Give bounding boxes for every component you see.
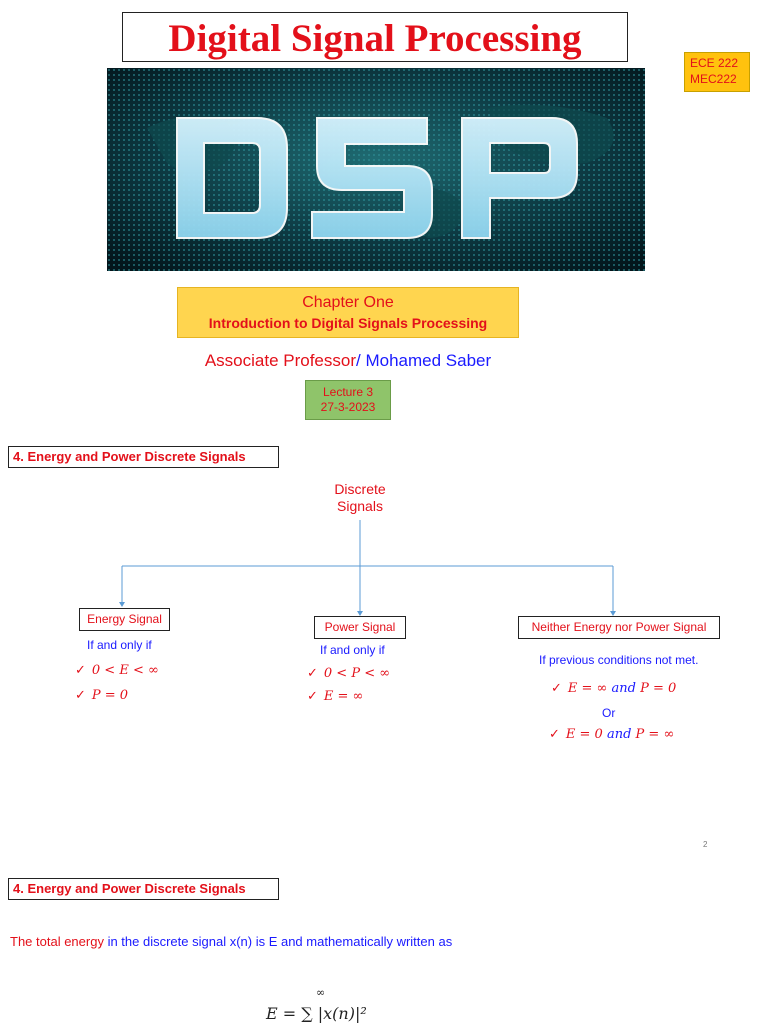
power-condition-intro: If and only if [320, 643, 385, 657]
neither-cond2-and: and [602, 727, 636, 742]
dsp-banner-image [107, 68, 645, 271]
power-condition-2: ✓ E = ∞ [307, 688, 363, 705]
check-icon: ✓ [551, 680, 562, 695]
energy-text-red: The total energy [10, 934, 104, 949]
neither-cond1-a: E = ∞ [567, 681, 608, 696]
professor-role: Associate Professor [204, 351, 357, 370]
chapter-title: Chapter One [302, 294, 394, 311]
neither-cond1-and: and [607, 681, 641, 696]
lecture-label: Lecture 3 [322, 385, 374, 399]
power-condition-1: ✓ 0 < P < ∞ [307, 665, 390, 682]
neither-signal-box: Neither Energy nor Power Signal [518, 616, 720, 639]
course-code-badge: ECE 222 MEC222 [684, 52, 750, 92]
page-title: Digital Signal Processing [168, 16, 582, 60]
power-cond2-math: E = ∞ [323, 689, 364, 704]
neither-cond2-a: E = 0 [565, 727, 603, 742]
power-cond1-math: 0 < P < ∞ [323, 666, 391, 681]
formula-upper-limit: ∞ [316, 986, 326, 999]
check-icon: ✓ [307, 688, 318, 703]
tree-root-line2: Signals [337, 498, 383, 514]
title-box: Digital Signal Processing [122, 12, 628, 62]
chapter-subtitle: Introduction to Digital Signals Processi… [208, 315, 488, 331]
neither-condition-intro: If previous conditions not met. [539, 653, 699, 667]
neither-or: Or [602, 706, 616, 720]
check-icon: ✓ [75, 662, 86, 677]
neither-cond1-b: P = 0 [640, 681, 677, 696]
energy-signal-box: Energy Signal [79, 608, 170, 631]
lecture-date: 27-3-2023 [320, 400, 376, 414]
section-heading-1: 4. Energy and Power Discrete Signals [8, 446, 279, 468]
page-number: 2 [703, 840, 708, 849]
check-icon: ✓ [75, 687, 86, 702]
check-icon: ✓ [549, 726, 560, 741]
energy-definition-text: The total energy in the discrete signal … [10, 934, 452, 950]
professor-separator: / [356, 351, 361, 370]
professor-line: Associate Professor/ Mohamed Saber [0, 350, 696, 372]
power-signal-box: Power Signal [314, 616, 406, 639]
energy-condition-1: ✓ 0 < E < ∞ [75, 662, 159, 679]
energy-condition-intro: If and only if [87, 638, 152, 652]
neither-condition-2: ✓ E = 0 and P = ∞ [549, 726, 674, 743]
course-code-ece: ECE 222 [690, 56, 739, 70]
tree-root-label: Discrete Signals [300, 481, 420, 515]
section-heading-2: 4. Energy and Power Discrete Signals [8, 878, 279, 900]
lecture-box: Lecture 3 27-3-2023 [305, 380, 391, 420]
energy-condition-2: ✓ P = 0 [75, 687, 128, 704]
professor-name: Mohamed Saber [360, 351, 492, 370]
energy-cond1-math: 0 < E < ∞ [91, 663, 159, 678]
energy-text-blue: in the discrete signal x(n) is E and mat… [103, 934, 453, 949]
energy-cond2-math: P = 0 [91, 688, 129, 703]
chapter-box: Chapter One Introduction to Digital Sign… [177, 287, 519, 338]
tree-root-line1: Discrete [334, 481, 386, 497]
course-code-mec: MEC222 [690, 72, 737, 86]
neither-condition-1: ✓ E = ∞ and P = 0 [551, 680, 676, 697]
check-icon: ✓ [307, 665, 318, 680]
energy-formula: E = ∑ |x(n)|² [266, 1004, 367, 1023]
neither-cond2-b: P = ∞ [635, 727, 675, 742]
